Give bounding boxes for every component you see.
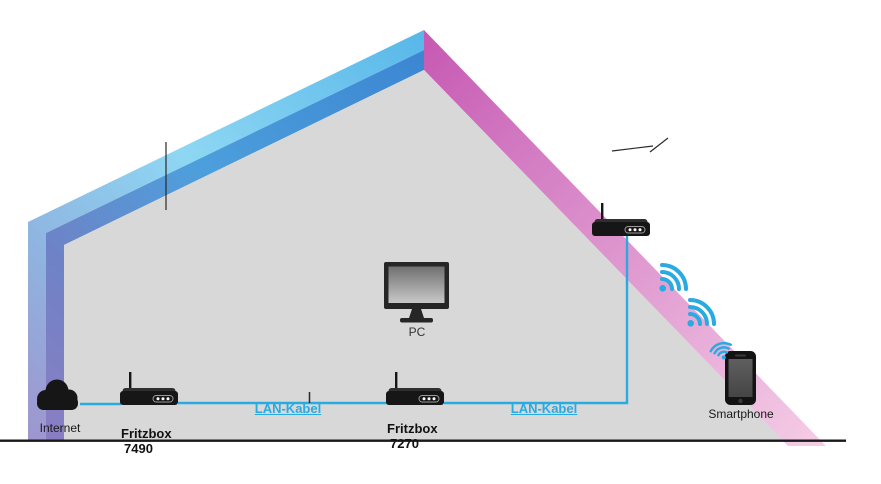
pc-icon xyxy=(384,262,449,323)
access-point-icon xyxy=(591,202,651,237)
internet-label: Internet xyxy=(39,421,81,435)
fritzbox-7270-name: Fritzbox xyxy=(387,421,438,436)
smartphone-icon xyxy=(725,351,756,405)
pc-label: PC xyxy=(408,325,426,339)
floor-line xyxy=(0,439,846,442)
lan-kabel-label-1: LAN-Kabel xyxy=(254,401,322,416)
artifact-line-top-right-1 xyxy=(611,145,654,152)
fritzbox-7490-label: Fritzbox 7490 xyxy=(121,426,172,456)
internet-cloud-icon xyxy=(37,379,78,410)
fritzbox-7490-model: 7490 xyxy=(124,441,153,456)
fritzbox-7270-model: 7270 xyxy=(390,436,419,451)
lan-kabel-label-2: LAN-Kabel xyxy=(510,401,578,416)
lan-cable-2 xyxy=(444,236,629,405)
smartphone-label: Smartphone xyxy=(708,407,774,421)
fritzbox-7270-label: Fritzbox 7270 xyxy=(387,421,438,451)
fritzbox-7490-name: Fritzbox xyxy=(121,426,172,441)
artifact-line-top-right-2 xyxy=(649,137,669,153)
house-interior xyxy=(64,70,784,441)
